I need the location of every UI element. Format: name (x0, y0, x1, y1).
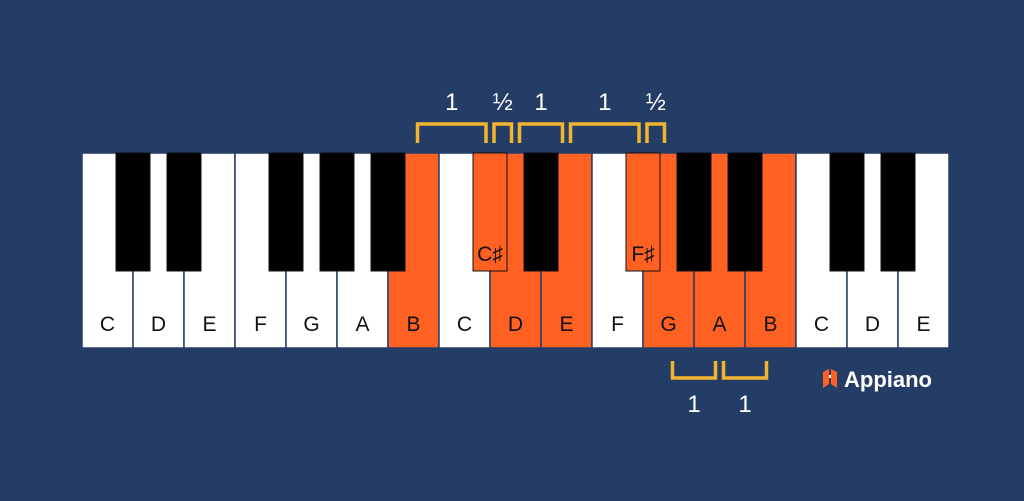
white-key-label: D (508, 313, 523, 336)
white-key-label: G (303, 313, 319, 336)
white-key-label: D (865, 313, 880, 336)
interval-bracket: ½ (645, 89, 667, 143)
interval-label: 1 (738, 391, 751, 418)
interval-bracket: ½ (492, 89, 514, 143)
white-key-label: B (763, 313, 777, 336)
white-key-label: F (611, 313, 624, 336)
white-key-label: F (254, 313, 267, 336)
black-key[interactable] (268, 152, 304, 272)
white-key-label: G (660, 313, 676, 336)
interval-label: 1 (534, 89, 547, 116)
black-key-label: C♯ (477, 243, 503, 266)
interval-label: 1 (598, 89, 611, 116)
black-key[interactable] (370, 152, 406, 272)
white-key-label: C (814, 313, 829, 336)
white-key-label: E (202, 313, 216, 336)
black-key[interactable] (676, 152, 712, 272)
bracket-line (568, 122, 641, 143)
black-key-body[interactable] (319, 152, 355, 272)
black-key[interactable] (166, 152, 202, 272)
white-key-label: E (559, 313, 573, 336)
bracket-line (670, 361, 718, 380)
white-key-label: E (916, 313, 930, 336)
white-key-label: D (151, 313, 166, 336)
white-key-label: A (712, 313, 726, 336)
interval-bracket: 1 (568, 89, 641, 143)
bracket-line (645, 122, 667, 143)
black-key[interactable] (727, 152, 763, 272)
black-key[interactable] (829, 152, 865, 272)
black-key-body[interactable] (829, 152, 865, 272)
black-key-body[interactable] (625, 152, 661, 272)
black-key-body[interactable] (727, 152, 763, 272)
black-key-f-sharp[interactable]: F♯ (625, 152, 661, 272)
black-key-body[interactable] (370, 152, 406, 272)
black-key-body[interactable] (676, 152, 712, 272)
white-key-label: A (355, 313, 369, 336)
bracket-line (492, 122, 514, 143)
black-key-label: F♯ (631, 243, 655, 266)
black-key-c-sharp[interactable]: C♯ (472, 152, 508, 272)
interval-bracket: 1 (415, 89, 488, 143)
black-key-body[interactable] (166, 152, 202, 272)
logo-text: Appiano (844, 367, 932, 392)
bracket-line (721, 361, 769, 380)
black-key[interactable] (115, 152, 151, 272)
black-key-body[interactable] (523, 152, 559, 272)
bracket-line (415, 122, 488, 143)
interval-bracket: 1 (721, 361, 769, 418)
appiano-logo-icon (823, 369, 837, 388)
black-key[interactable] (319, 152, 355, 272)
black-key[interactable] (880, 152, 916, 272)
interval-bracket: 1 (670, 361, 718, 418)
appiano-logo: Appiano (823, 367, 932, 392)
black-key-body[interactable] (880, 152, 916, 272)
black-keys: C♯ F♯ (115, 152, 916, 272)
interval-bracket: 1 (517, 89, 565, 143)
interval-label: ½ (646, 89, 666, 116)
interval-label: 1 (445, 89, 458, 116)
interval-label: ½ (493, 89, 513, 116)
white-key-label: C (457, 313, 472, 336)
white-key-label: C (100, 313, 115, 336)
bracket-line (517, 122, 565, 143)
black-key-body[interactable] (268, 152, 304, 272)
black-key-body[interactable] (115, 152, 151, 272)
black-key[interactable] (523, 152, 559, 272)
white-key-label: B (406, 313, 420, 336)
interval-label: 1 (687, 391, 700, 418)
black-key-body[interactable] (472, 152, 508, 272)
